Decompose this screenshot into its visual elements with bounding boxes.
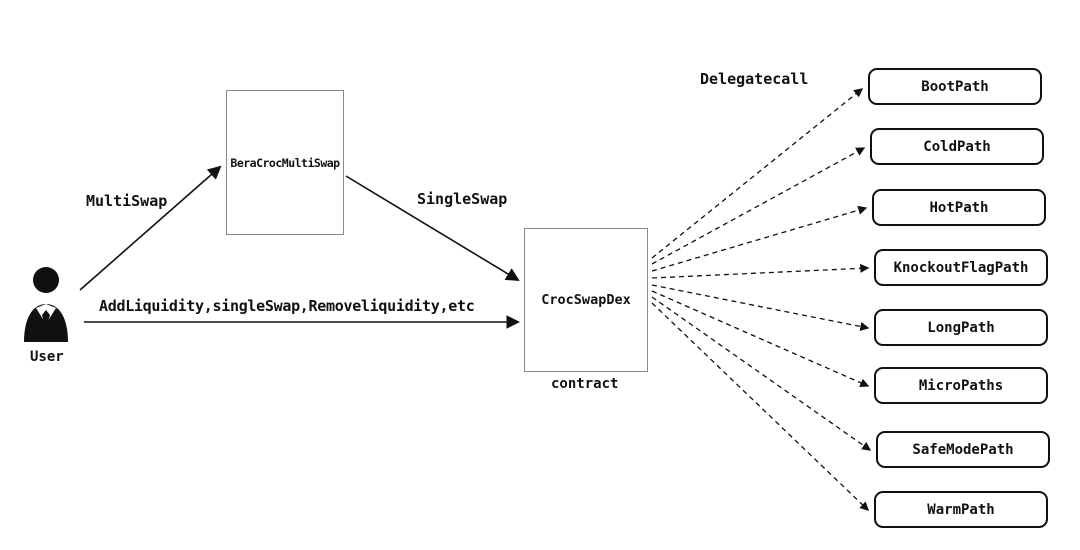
path-box-knockoutflagpath: KnockoutFlagPath: [874, 249, 1048, 286]
edge-label-addliquidity: AddLiquidity,singleSwap,Removeliquidity,…: [99, 297, 475, 315]
edge-delegatecall-warmpath: [651, 302, 869, 511]
node-crocswapdex: CrocSwapDex: [524, 228, 648, 372]
edge-delegatecall-knockoutflagpath: [651, 263, 870, 279]
path-box-knockoutflagpath-label: KnockoutFlagPath: [893, 259, 1029, 276]
path-box-safemodepath-label: SafeModePath: [912, 441, 1014, 458]
edge-label-multiswap: MultiSwap: [86, 192, 168, 210]
path-box-micropaths-label: MicroPaths: [918, 377, 1004, 394]
user-label: User: [30, 349, 64, 365]
edge-delegatecall-coldpath: [651, 147, 866, 265]
path-box-micropaths: MicroPaths: [874, 367, 1048, 404]
edge-label-singleswap: SingleSwap: [417, 190, 508, 208]
edge-delegatecall-safemodepath: [651, 296, 872, 451]
edge-delegatecall-bootpath: [651, 88, 864, 259]
edge-multiswap-to-dex: [345, 175, 520, 282]
path-box-longpath-label: LongPath: [927, 319, 995, 336]
edge-delegatecall-micropaths: [651, 290, 870, 388]
path-box-bootpath-label: BootPath: [921, 78, 989, 95]
path-box-coldpath: ColdPath: [870, 128, 1044, 165]
edge-delegatecall-longpath: [651, 284, 870, 331]
path-box-hotpath: HotPath: [872, 189, 1046, 226]
path-box-longpath: LongPath: [874, 309, 1048, 346]
path-box-warmpath: WarmPath: [874, 491, 1048, 528]
path-box-safemodepath: SafeModePath: [876, 431, 1050, 468]
path-box-bootpath: BootPath: [868, 68, 1042, 105]
node-beracrocmultiswap-label: BeraCrocMultiSwap: [230, 155, 340, 170]
node-beracrocmultiswap: BeraCrocMultiSwap: [226, 90, 344, 235]
path-box-hotpath-label: HotPath: [929, 199, 989, 216]
edge-delegatecall-hotpath: [651, 205, 868, 272]
node-crocswapdex-label: CrocSwapDex: [541, 292, 631, 308]
edge-label-delegatecall: Delegatecall: [700, 70, 809, 88]
edge-user-to-multiswap: [79, 165, 222, 291]
node-crocswapdex-caption: contract: [551, 376, 619, 392]
user-icon: [24, 267, 68, 342]
path-box-coldpath-label: ColdPath: [923, 138, 991, 155]
path-box-warmpath-label: WarmPath: [927, 501, 995, 518]
